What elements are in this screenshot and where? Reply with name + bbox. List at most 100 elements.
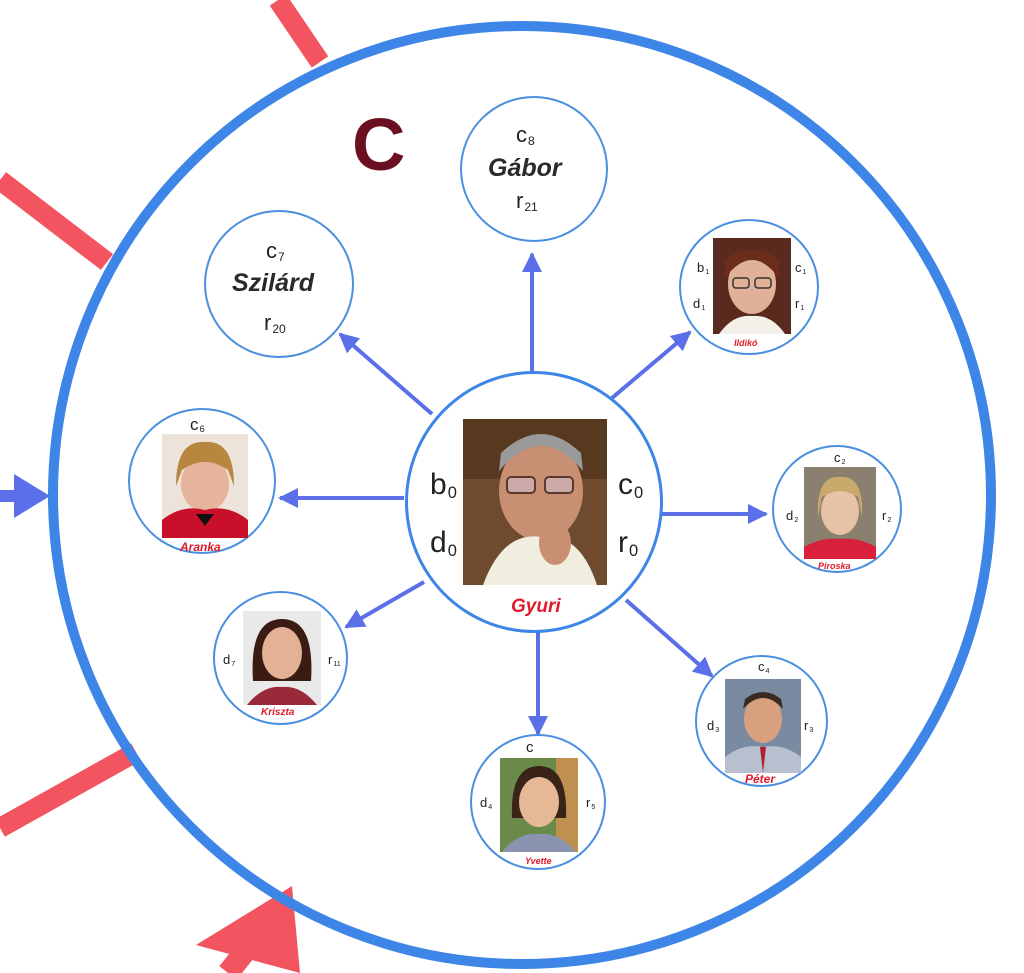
gabor-label-r-text: r [516,188,524,213]
gyuri-label-d-text: d [430,526,447,559]
ildiko-label-c: c1 [795,261,806,276]
piroska-label-c-sub: 2 [841,457,846,466]
ildiko-label-b: b1 [697,261,709,276]
peter-label-d: d3 [707,719,719,734]
kriszta-photo [243,611,321,705]
gyuri-label-d: d0 [430,528,457,560]
ildiko-label-c-text: c [795,260,802,275]
aranka-photo [162,434,248,538]
group-ring [48,21,996,969]
node-kriszta[interactable]: d7 r11 Kriszta [213,591,348,725]
peter-label-r-sub: 3 [809,725,814,734]
ildiko-label-b-text: b [697,260,705,275]
gyuri-label-b: b0 [430,470,457,502]
node-gyuri[interactable]: b0 d0 c0 r0 Gyuri [405,371,663,633]
node-piroska[interactable]: c2 d2 r2 Piroska [772,445,902,573]
node-szilard[interactable]: c7 Szilárd r20 [204,210,354,358]
szilard-label-r-sub: 20 [272,322,286,337]
aranka-label-c-sub: 6 [199,424,205,435]
edge-to-kriszta [344,580,425,629]
gyuri-label-r-sub: 0 [629,542,639,561]
external-arrow-bottom [196,886,300,973]
szilard-label-r-text: r [264,310,272,335]
aranka-label-c: c6 [190,416,205,435]
node-yvette[interactable]: c d4 r5 Yvette [470,734,606,870]
ildiko-name: Ildikó [734,338,758,348]
gabor-label-c: c8 [516,122,535,149]
node-ildiko[interactable]: b1 c1 d1 r1 Ildikó [679,219,819,355]
external-link-lower-left [0,743,141,837]
yvette-label-d-sub: 4 [488,802,493,811]
piroska-label-d-text: d [786,508,794,523]
piroska-photo [804,467,876,559]
ildiko-photo [713,238,791,334]
piroska-label-r-text: r [882,508,887,523]
edge-to-szilard [338,332,434,416]
external-link-upper-left [0,172,114,270]
kriszta-label-d-sub: 7 [231,659,236,668]
ildiko-label-r-text: r [795,296,800,311]
peter-label-c: c4 [758,660,769,675]
szilard-label-c: c7 [266,238,285,265]
piroska-label-r-sub: 2 [887,515,892,524]
external-link-top [269,0,329,68]
peter-label-r-text: r [804,718,809,733]
gyuri-photo [463,419,607,585]
kriszta-label-d-text: d [223,652,231,667]
gabor-label-r: r21 [516,188,538,215]
ildiko-label-c-sub: 1 [802,267,807,276]
gyuri-label-d-sub: 0 [447,542,457,561]
yvette-name: Yvette [525,856,552,866]
peter-label-c-sub: 4 [765,666,770,675]
group-label: C [352,103,406,186]
gyuri-label-b-sub: 0 [447,484,457,503]
kriszta-name: Kriszta [261,707,295,718]
gabor-label-r-sub: 21 [524,200,538,215]
gyuri-label-r-text: r [618,526,628,559]
node-aranka[interactable]: c6 Aranka [128,408,276,554]
yvette-label-c: c [526,740,534,755]
piroska-label-c: c2 [834,451,845,466]
gyuri-label-c-text: c [618,468,633,501]
szilard-label-c-sub: 7 [278,250,285,265]
yvette-photo [500,758,578,852]
incoming-arrow-left [14,474,50,518]
ildiko-label-d-text: d [693,296,701,311]
edge-to-peter [624,598,714,678]
node-gabor[interactable]: c8 Gábor r21 [460,96,608,242]
gabor-label-c-text: c [516,122,527,147]
peter-name: Péter [745,772,776,786]
gyuri-name: Gyuri [511,596,561,617]
peter-label-d-sub: 3 [715,725,720,734]
piroska-label-r: r2 [882,509,891,524]
piroska-label-c-text: c [834,450,841,465]
peter-label-r: r3 [804,719,813,734]
yvette-label-d-text: d [480,795,488,810]
ildiko-label-d-sub: 1 [701,303,706,312]
kriszta-label-r-sub: 11 [333,659,341,668]
gabor-name: Gábor [488,154,562,182]
peter-label-d-text: d [707,718,715,733]
node-peter[interactable]: c4 d3 r3 Péter [695,655,828,787]
kriszta-label-r-text: r [328,652,333,667]
peter-label-c-text: c [758,659,765,674]
gyuri-label-c: c0 [618,470,643,502]
piroska-label-d: d2 [786,509,798,524]
szilard-label-c-text: c [266,238,277,263]
ildiko-label-r: r1 [795,297,804,312]
yvette-label-r-text: r [586,795,591,810]
ildiko-label-d: d1 [693,297,705,312]
gabor-label-c-sub: 8 [528,134,535,149]
yvette-label-c-text: c [526,739,534,756]
kriszta-label-d: d7 [223,653,235,668]
ildiko-label-b-sub: 1 [705,267,710,276]
gyuri-label-r: r0 [618,528,638,560]
gyuri-label-b-text: b [430,468,447,501]
yvette-label-r-sub: 5 [591,802,596,811]
szilard-name: Szilárd [232,269,314,297]
kriszta-label-r: r11 [328,653,341,668]
yvette-label-d: d4 [480,796,492,811]
aranka-name: Aranka [180,540,221,554]
